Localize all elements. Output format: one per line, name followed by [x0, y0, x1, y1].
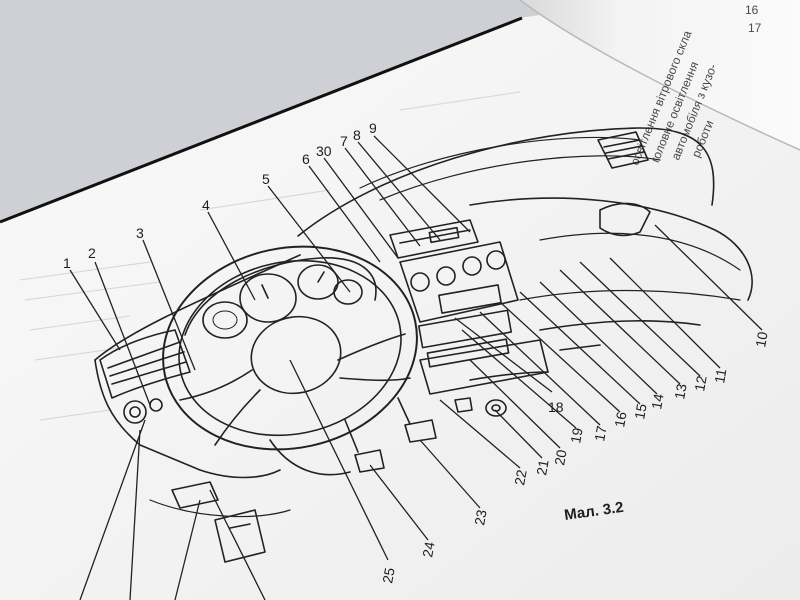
callout-30: 30 — [316, 143, 332, 159]
callout-14: 14 — [648, 392, 666, 410]
callout-2: 2 — [88, 245, 96, 261]
callout-22: 22 — [511, 468, 529, 486]
facing-page-number: 17 — [748, 21, 762, 35]
callout-7: 7 — [340, 133, 348, 149]
dashboard-drawing — [94, 127, 753, 563]
leader-lines — [69, 135, 763, 600]
callout-labels: 1 2 3 4 5 6 30 7 8 9 10 11 12 13 14 15 1… — [63, 120, 771, 585]
callout-10: 10 — [752, 330, 770, 348]
center-console — [389, 219, 549, 417]
facing-page — [520, 0, 800, 150]
callout-20: 20 — [551, 448, 569, 466]
callout-21: 21 — [533, 458, 551, 476]
callout-3: 3 — [136, 225, 144, 241]
pedals — [344, 397, 473, 473]
callout-11: 11 — [711, 367, 729, 384]
bleed-through-text — [19, 91, 521, 421]
facing-page-number: 16 — [745, 3, 759, 17]
callout-25: 25 — [379, 566, 397, 584]
callout-5: 5 — [262, 171, 270, 187]
page-edge — [0, 16, 523, 224]
callout-6: 6 — [302, 151, 310, 167]
vent-right — [597, 131, 649, 169]
callout-1: 1 — [63, 255, 71, 271]
callout-23: 23 — [471, 508, 489, 526]
callout-17: 17 — [591, 424, 609, 442]
callout-9: 9 — [369, 120, 377, 136]
callout-18: 18 — [548, 399, 564, 415]
callout-13: 13 — [671, 382, 689, 400]
callout-16: 16 — [611, 410, 629, 428]
callout-19: 19 — [567, 426, 585, 444]
callout-12: 12 — [691, 374, 709, 392]
steering-wheel — [162, 245, 418, 476]
vent-left — [99, 329, 191, 399]
callout-4: 4 — [202, 197, 210, 213]
callout-15: 15 — [631, 402, 649, 420]
callout-8: 8 — [353, 127, 361, 143]
callout-24: 24 — [419, 540, 437, 558]
